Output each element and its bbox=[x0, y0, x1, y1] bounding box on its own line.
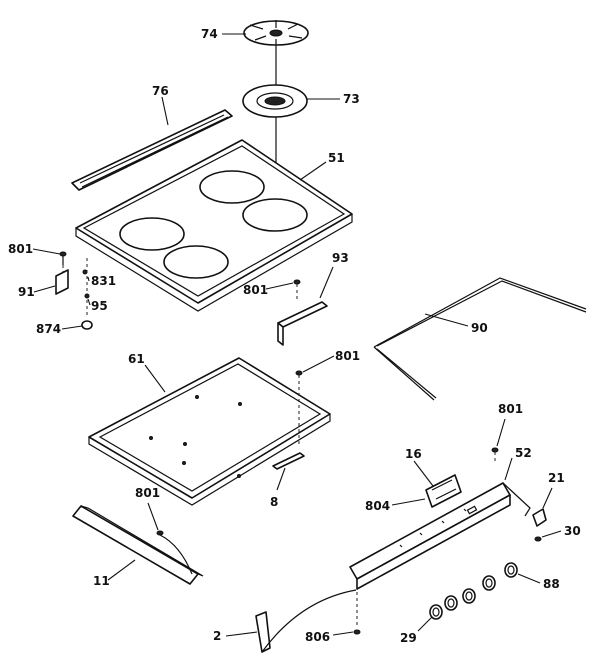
right-fasteners bbox=[491, 447, 499, 462]
part-76-trim-strip bbox=[71, 109, 233, 191]
label-30: 30 bbox=[564, 524, 581, 538]
screw-806 bbox=[353, 592, 361, 635]
part-90-wire-rod bbox=[373, 277, 587, 401]
part-61-burner-box bbox=[88, 357, 331, 506]
label-29: 29 bbox=[400, 631, 417, 645]
label-801-upper: 801 bbox=[243, 283, 268, 297]
label-95: 95 bbox=[91, 299, 108, 313]
label-801-right: 801 bbox=[498, 402, 523, 416]
label-90: 90 bbox=[471, 321, 488, 335]
left-fasteners bbox=[55, 251, 93, 330]
label-831: 831 bbox=[91, 274, 116, 288]
label-801-lower: 801 bbox=[135, 486, 160, 500]
label-801-left: 801 bbox=[8, 242, 33, 256]
label-11: 11 bbox=[93, 574, 110, 588]
label-76: 76 bbox=[152, 84, 169, 98]
label-16: 16 bbox=[405, 447, 422, 461]
label-88: 88 bbox=[543, 577, 560, 591]
part-88-knobs bbox=[429, 562, 518, 620]
screw-801-middle bbox=[295, 370, 303, 445]
label-804: 804 bbox=[365, 499, 390, 513]
part-51-cooktop bbox=[75, 139, 353, 312]
label-21: 21 bbox=[548, 471, 565, 485]
part-2-bracket bbox=[255, 589, 357, 653]
part-11-front-rail bbox=[72, 505, 204, 585]
part-73-burner-ring bbox=[242, 84, 308, 118]
label-874: 874 bbox=[36, 322, 61, 336]
label-61: 61 bbox=[128, 352, 145, 366]
label-801-middle: 801 bbox=[335, 349, 360, 363]
label-74: 74 bbox=[201, 27, 218, 41]
label-51: 51 bbox=[328, 151, 345, 165]
label-8: 8 bbox=[270, 495, 278, 509]
label-93: 93 bbox=[332, 251, 349, 265]
part-74-burner-cap bbox=[243, 20, 309, 46]
part-93-bracket bbox=[277, 279, 328, 346]
label-2: 2 bbox=[213, 629, 221, 643]
part-16-switch bbox=[425, 474, 462, 508]
label-52: 52 bbox=[515, 446, 532, 460]
label-73: 73 bbox=[343, 92, 360, 106]
label-806: 806 bbox=[305, 630, 330, 644]
part-21-knob-insert bbox=[532, 508, 547, 542]
part-52-manifold-panel bbox=[349, 482, 531, 590]
label-91: 91 bbox=[18, 285, 35, 299]
